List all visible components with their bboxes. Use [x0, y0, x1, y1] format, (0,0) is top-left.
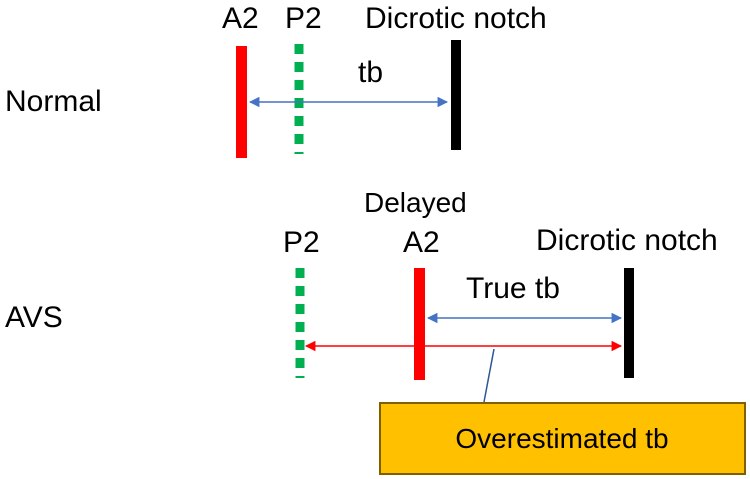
- avs-delayed-label: Delayed: [364, 187, 467, 218]
- avs-row: AVS Delayed P2 A2 Dicrotic notch True tb…: [5, 187, 746, 475]
- overestimated-tb-callout: Overestimated tb: [379, 402, 746, 475]
- avs-notch-label: Dicrotic notch: [536, 224, 718, 257]
- normal-row-label: Normal: [5, 85, 102, 118]
- avs-notch-marker: [624, 268, 634, 378]
- normal-a2-marker: [236, 46, 247, 158]
- normal-p2-label: P2: [285, 2, 322, 35]
- avs-a2-label: A2: [403, 226, 440, 259]
- normal-tb-label: tb: [358, 56, 383, 89]
- avs-a2-marker: [414, 268, 425, 380]
- callout-text: Overestimated tb: [455, 423, 668, 454]
- avs-true-tb-label: True tb: [466, 272, 560, 305]
- normal-notch-label: Dicrotic notch: [365, 2, 547, 35]
- callout-box: [379, 402, 746, 475]
- normal-notch-marker: [451, 40, 461, 150]
- avs-p2-label: P2: [283, 226, 320, 259]
- callout-leader-line: [483, 348, 495, 403]
- normal-a2-label: A2: [222, 2, 259, 35]
- avs-row-label: AVS: [5, 301, 63, 334]
- normal-row: Normal A2 P2 Dicrotic notch tb: [5, 2, 547, 158]
